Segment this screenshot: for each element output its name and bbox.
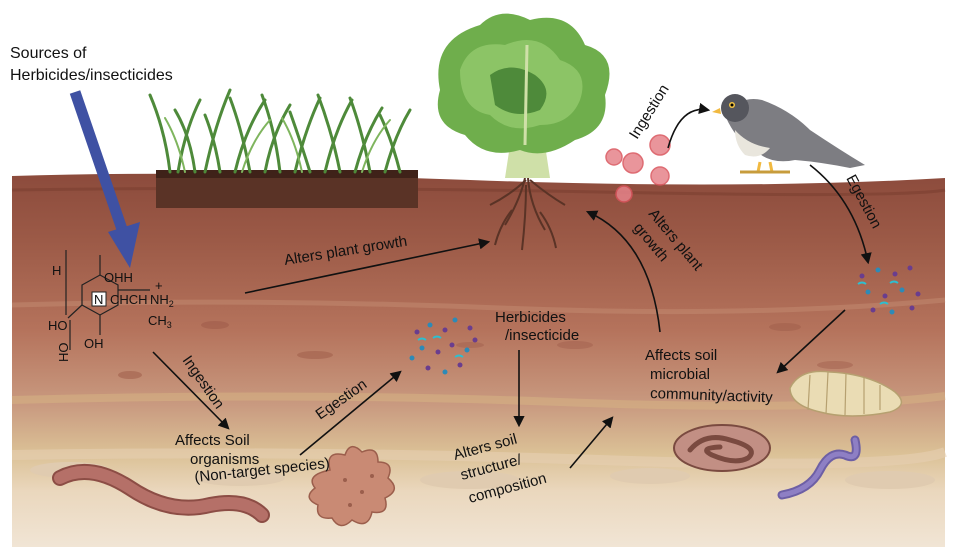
chem-oh-top: OHH	[104, 270, 133, 285]
herbicides-label-2: /insecticide	[505, 327, 579, 344]
sources-label-line1: Sources of	[10, 45, 87, 62]
affects-microbial-label-1: Affects soil	[645, 347, 717, 364]
chem-ho-1: HO	[48, 318, 68, 333]
chem-h-left: H	[52, 263, 61, 278]
affects-soil-organisms-label-1: Affects Soil	[175, 432, 250, 449]
herbicides-label-1: Herbicides	[495, 309, 566, 326]
chem-oh-2: OH	[84, 336, 104, 351]
chem-n: N	[94, 292, 103, 307]
chem-plus: +	[155, 278, 163, 293]
nematode-capsule	[674, 425, 770, 471]
affects-microbial-label-2: microbial	[650, 366, 710, 383]
chem-ch: CHCH	[110, 292, 148, 307]
chem-ho-3: HO	[56, 343, 71, 363]
sources-label-line2: Herbicides/insecticides	[10, 67, 173, 84]
